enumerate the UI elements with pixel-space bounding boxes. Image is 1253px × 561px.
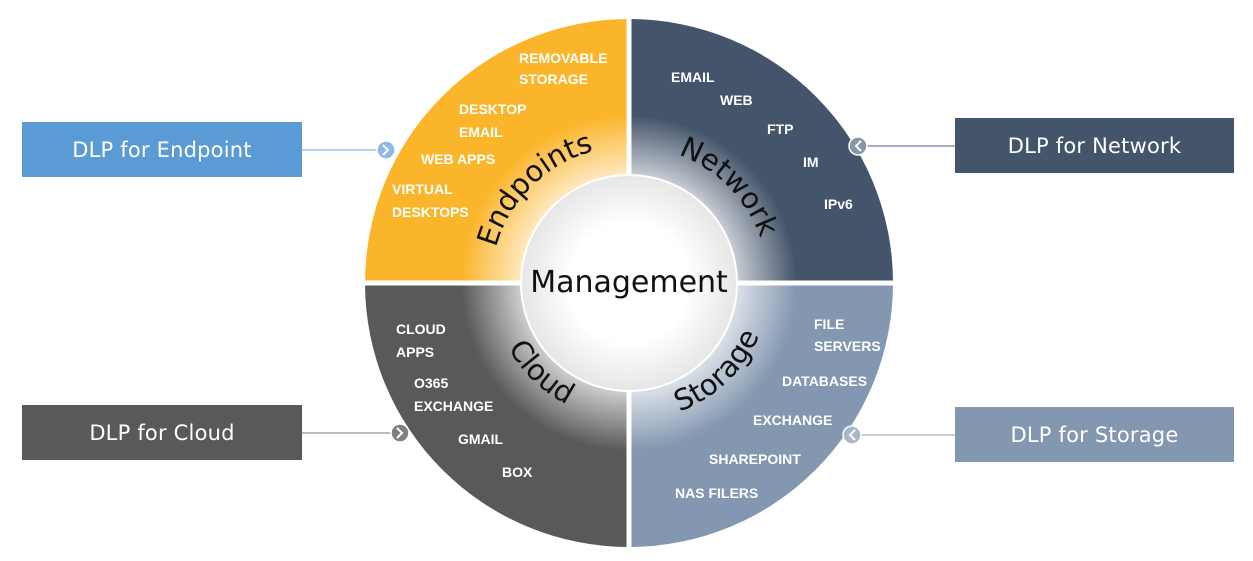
endpoints-item: WEB APPS	[421, 151, 495, 167]
endpoints-item: DESKTOP	[459, 101, 526, 117]
dlp-endpoint-box: DLP for Endpoint	[22, 122, 302, 177]
storage-item: SHAREPOINT	[709, 451, 801, 467]
endpoints-item: DESKTOPS	[392, 204, 469, 220]
network-item: IM	[803, 154, 819, 170]
cloud-item: EXCHANGE	[414, 398, 493, 414]
endpoints-item: STORAGE	[519, 71, 588, 87]
management-center	[520, 174, 738, 392]
cloud-item: O365	[414, 375, 448, 391]
storage-item: FILE	[814, 316, 844, 332]
dlp-endpoint-label: DLP for Endpoint	[72, 137, 252, 162]
endpoints-item: EMAIL	[459, 124, 503, 140]
endpoints-item: REMOVABLE	[519, 50, 607, 66]
dlp-network-label: DLP for Network	[1007, 133, 1182, 158]
network-item: IPv6	[824, 196, 853, 212]
network-item: FTP	[767, 121, 793, 137]
storage-item: SERVERS	[814, 338, 881, 354]
cloud-item: CLOUD	[396, 321, 446, 337]
storage-item: EXCHANGE	[753, 412, 832, 428]
storage-item: DATABASES	[782, 373, 867, 389]
dlp-storage-box: DLP for Storage	[955, 407, 1234, 462]
chevron-left-icon	[842, 425, 862, 445]
cloud-item: APPS	[396, 344, 434, 360]
dlp-cloud-label: DLP for Cloud	[89, 420, 235, 445]
dlp-storage-label: DLP for Storage	[1010, 422, 1179, 447]
cloud-item: BOX	[502, 464, 533, 480]
center-label: Management	[530, 265, 728, 300]
chevron-right-icon	[376, 140, 396, 160]
network-item: EMAIL	[671, 69, 715, 85]
storage-item: NAS FILERS	[675, 485, 758, 501]
network-item: WEB	[720, 92, 753, 108]
dlp-cloud-box: DLP for Cloud	[22, 405, 302, 460]
cloud-item: GMAIL	[458, 431, 504, 447]
endpoints-item: VIRTUAL	[392, 181, 453, 197]
chevron-right-icon	[390, 423, 410, 443]
dlp-network-box: DLP for Network	[955, 118, 1234, 173]
chevron-left-icon	[848, 136, 868, 156]
